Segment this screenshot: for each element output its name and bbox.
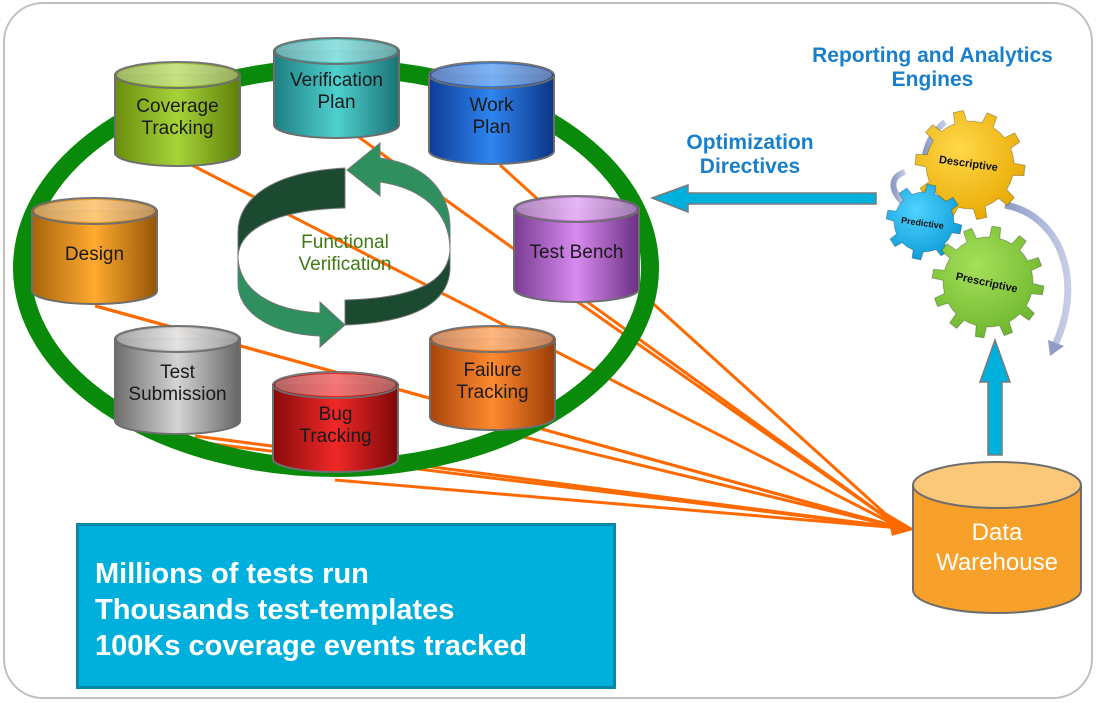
data-to-engines-arrow [978,337,1012,456]
analytics-engines-title: Reporting and Analytics Engines [780,44,1085,92]
functional-verification-label: Functional Verification [270,232,420,276]
data-warehouse-line2: Warehouse [936,549,1058,576]
stat-coverage-events: 100Ks coverage events tracked [95,630,528,662]
stat-tests-run: Millions of tests run [95,558,369,590]
data-warehouse-line1: Data [971,519,1023,546]
bug-tracking-cylinder [272,371,399,473]
work-plan-cylinder [428,61,555,165]
analytics-title-line1: Reporting and Analytics [812,44,1053,67]
prescriptive-gear-icon [931,225,1045,339]
functional-verification-line2: Verification [298,254,392,275]
descriptive-gear-icon [914,109,1026,221]
failure-tracking-cylinder [429,325,556,431]
test-submission-cylinder [114,325,241,435]
design-cylinder [31,197,158,305]
optimization-arrow [649,183,877,214]
verification-plan-cylinder [273,37,400,139]
data-warehouse-cylinder [912,461,1082,614]
connector-arrowhead-icon [886,512,915,536]
stats-box: Millions of tests run Thousands test-tem… [76,523,616,689]
stat-test-templates: Thousands test-templates [95,594,455,626]
cycle-arc-arrow-icon [1004,201,1072,347]
functional-verification-cycle-icon [237,141,451,349]
coverage-tracking-cylinder [114,61,241,167]
analytics-gears: Descriptive Predictive Prescriptive [885,109,1072,356]
data-warehouse-label: Data Warehouse [913,518,1081,578]
test-bench-cylinder [513,195,640,303]
cycle-arc-arrow-icon [890,169,908,208]
optimization-directives-label: Optimization Directives [660,131,840,179]
functional-verification-line1: Functional [301,232,389,253]
optimization-line1: Optimization [686,131,814,154]
connector-line [494,428,902,530]
optimization-line2: Directives [699,155,801,178]
analytics-title-line2: Engines [891,68,974,91]
connector-line [334,478,902,530]
